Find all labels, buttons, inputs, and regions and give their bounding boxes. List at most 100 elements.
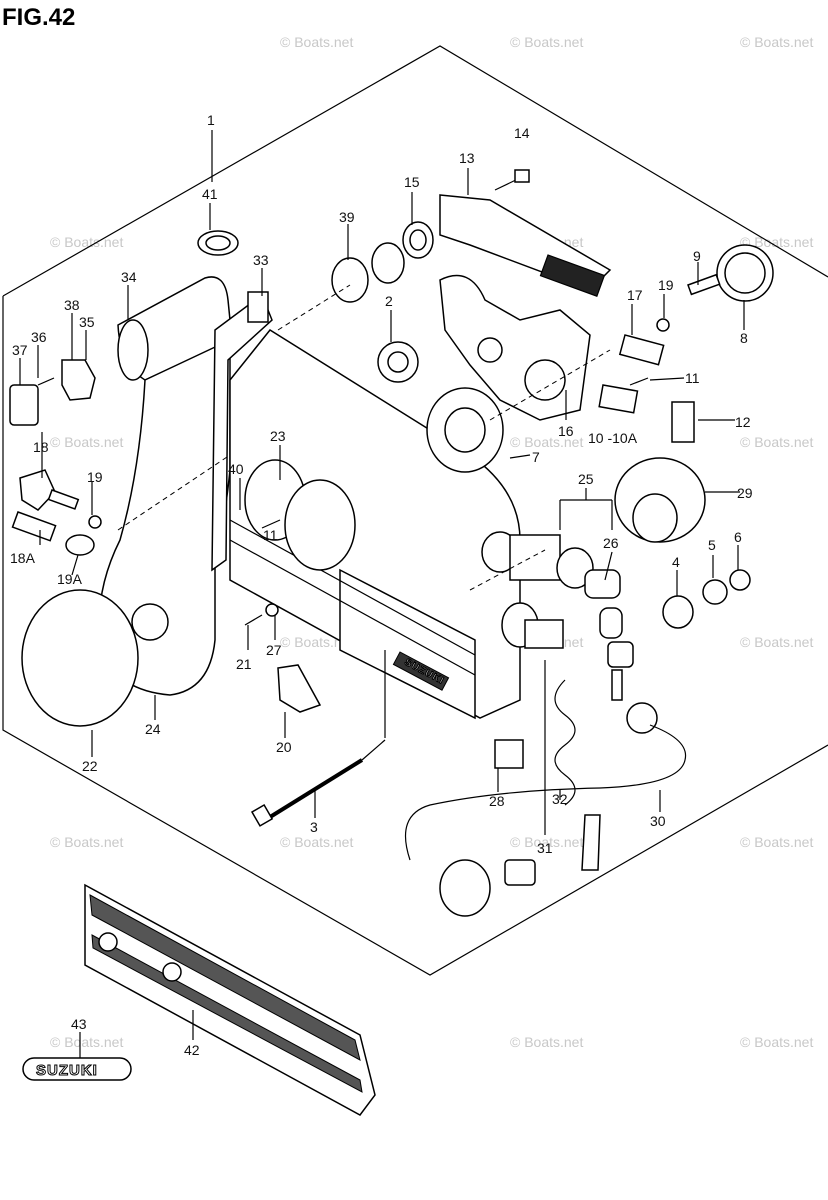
part-10-clip xyxy=(598,384,639,414)
part-19-washer-right xyxy=(656,318,670,332)
watermark: © Boats.net xyxy=(50,434,123,450)
part-34-handle xyxy=(117,276,233,381)
part-37-plate xyxy=(9,384,39,426)
callout-labels: 1 2 3 4 5 6 7 8 9 10 -10A 11 11 12 13 14… xyxy=(10,112,753,1058)
callout-36: 36 xyxy=(31,329,47,345)
callout-19a: 19A xyxy=(57,571,83,587)
part-18a-pin xyxy=(11,511,57,542)
callout-22: 22 xyxy=(82,758,98,774)
watermark: © Boats.net xyxy=(50,1034,123,1050)
callout-19-left: 19 xyxy=(87,469,103,485)
callout-27: 27 xyxy=(266,642,282,658)
callout-28: 28 xyxy=(489,793,505,809)
callout-35: 35 xyxy=(79,314,95,330)
part-20-bracket xyxy=(277,664,322,713)
part-32-lanyard xyxy=(554,679,601,871)
part-12-switch xyxy=(671,401,695,443)
part-31-stop-switch xyxy=(501,602,564,649)
callout-18: 18 xyxy=(33,439,49,455)
part-43-logo-badge: SUZUKI xyxy=(22,1057,132,1081)
part-36-screw xyxy=(37,377,55,386)
callout-1: 1 xyxy=(207,112,215,128)
assembly-boundary-lower xyxy=(2,296,828,976)
watermark: © Boats.net xyxy=(740,834,813,850)
callout-25: 25 xyxy=(578,471,594,487)
callout-16: 16 xyxy=(558,423,574,439)
part-26-key xyxy=(584,569,634,701)
part-7-washer xyxy=(426,387,504,473)
callout-3: 3 xyxy=(310,819,318,835)
part-23-friction xyxy=(244,459,356,571)
assembly-boundary xyxy=(2,45,828,297)
callout-2: 2 xyxy=(385,293,393,309)
part-19-washer-left xyxy=(88,515,102,529)
callout-21: 21 xyxy=(236,656,252,672)
watermark: © Boats.net xyxy=(510,834,583,850)
callout-13: 13 xyxy=(459,150,475,166)
part-5-washer xyxy=(702,579,728,605)
part-39-bushing xyxy=(331,242,405,303)
callout-5: 5 xyxy=(708,537,716,553)
callout-11-right: 11 xyxy=(685,370,700,386)
part-28-connector xyxy=(494,739,524,769)
callout-17: 17 xyxy=(627,287,643,303)
callout-33: 33 xyxy=(253,252,269,268)
callout-6: 6 xyxy=(734,529,742,545)
part-13-plate xyxy=(439,194,612,297)
callout-19-right: 19 xyxy=(658,277,674,293)
callout-23: 23 xyxy=(270,428,286,444)
part-9-bolt xyxy=(687,273,721,296)
part-11-screw-right xyxy=(629,377,649,386)
figure-title: FIG.42 xyxy=(2,4,75,31)
callout-9: 9 xyxy=(693,248,701,264)
part-22-cover xyxy=(21,589,139,727)
callout-7: 7 xyxy=(532,449,540,465)
part-14-screw xyxy=(494,169,530,191)
callout-29: 29 xyxy=(737,485,753,501)
part-18-knob xyxy=(19,469,80,511)
callout-20: 20 xyxy=(276,739,292,755)
part-21-screw xyxy=(244,614,263,626)
watermark: © Boats.net xyxy=(510,434,583,450)
callout-42: 42 xyxy=(184,1042,200,1058)
part-2-washer xyxy=(377,341,419,383)
part-42-cover-strip xyxy=(84,883,376,1116)
part-4-bushing xyxy=(662,595,694,629)
part-27-washer xyxy=(265,603,279,617)
part-15-washer xyxy=(402,221,434,259)
callout-10-10a: 10 -10A xyxy=(588,430,638,446)
part-41-grommet xyxy=(197,230,239,256)
part-25-ignition xyxy=(481,531,594,589)
watermark: © Boats.net xyxy=(510,34,583,50)
callout-11-left: 11 xyxy=(263,527,278,543)
watermark: © Boats.net xyxy=(50,834,123,850)
callout-37: 37 xyxy=(12,342,28,358)
callout-38: 38 xyxy=(64,297,80,313)
callout-8: 8 xyxy=(740,330,748,346)
watermark: © Boats.net xyxy=(280,34,353,50)
callout-12: 12 xyxy=(735,414,751,430)
callout-41: 41 xyxy=(202,186,218,202)
callout-26: 26 xyxy=(603,535,619,551)
callout-24: 24 xyxy=(145,721,161,737)
logo-text: SUZUKI xyxy=(36,1062,98,1079)
part-17-clip xyxy=(618,334,665,366)
callout-14: 14 xyxy=(514,125,530,141)
callout-4: 4 xyxy=(672,554,680,570)
callout-31: 31 xyxy=(537,840,553,856)
part-19a-washer xyxy=(65,534,95,556)
watermark: © Boats.net xyxy=(280,834,353,850)
callout-15: 15 xyxy=(404,174,420,190)
watermark: © Boats.net xyxy=(740,434,813,450)
part-30-harness xyxy=(404,702,687,917)
callout-30: 30 xyxy=(650,813,666,829)
callout-32: 32 xyxy=(552,791,568,807)
callout-34: 34 xyxy=(121,269,137,285)
watermark: © Boats.net xyxy=(510,1034,583,1050)
watermark: © Boats.net xyxy=(740,34,813,50)
part-1-housing: SUZUKI xyxy=(229,329,521,720)
part-8-cap xyxy=(716,244,774,302)
watermark: © Boats.net xyxy=(740,634,813,650)
callout-43: 43 xyxy=(71,1016,87,1032)
